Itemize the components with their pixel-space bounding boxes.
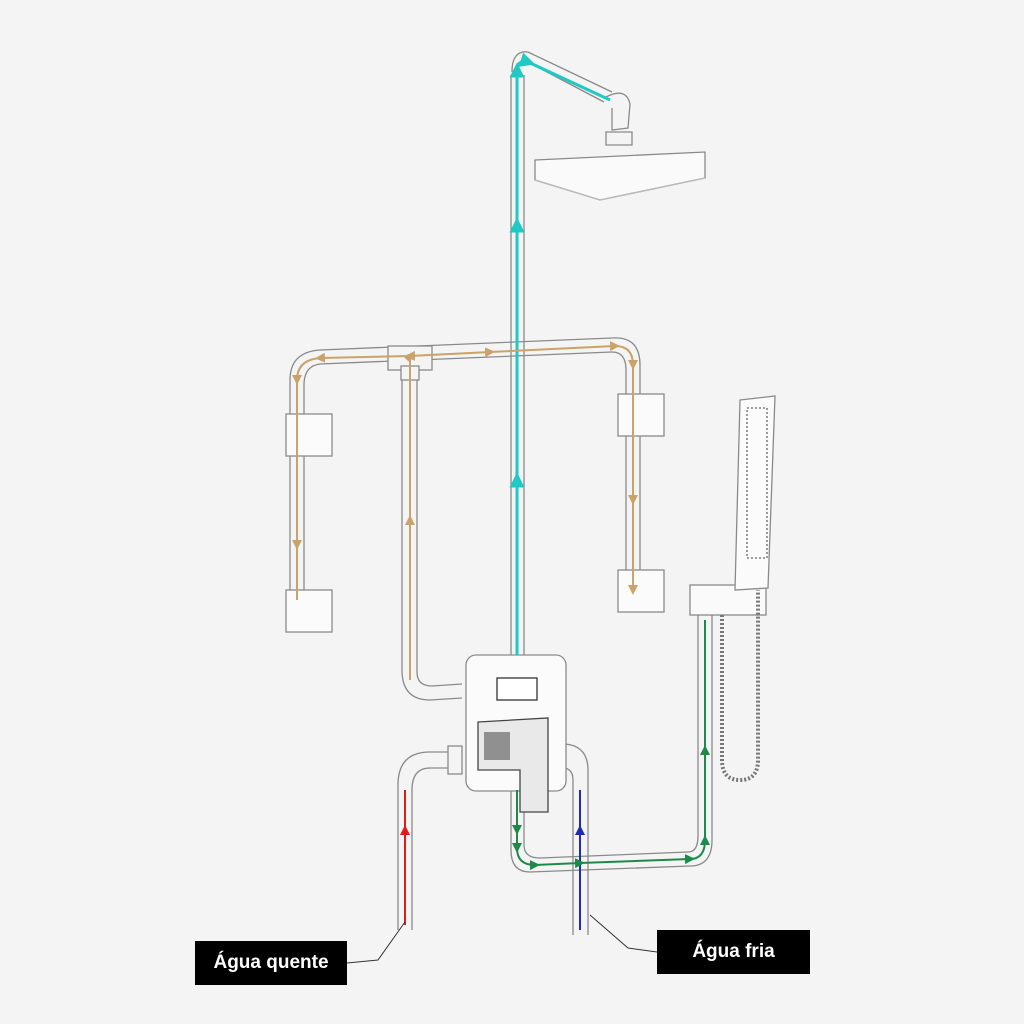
body-jets-pipes	[289, 337, 641, 701]
hot-label-leader	[346, 921, 406, 964]
hot-water-label: Água quente	[195, 941, 347, 985]
body-jet-nozzle	[285, 589, 333, 633]
hot-water-pipe	[397, 745, 463, 930]
body-jet-nozzle	[285, 413, 333, 457]
mixing-valve[interactable]	[465, 654, 567, 813]
cold-water-label: Água fria	[657, 930, 810, 974]
body-jets-flow-line	[297, 346, 633, 680]
shower-flow-line	[517, 62, 611, 655]
cold-label-leader	[589, 914, 658, 953]
rain-shower-head	[534, 151, 706, 201]
body-jet-nozzle	[617, 569, 665, 613]
body-jet-nozzles	[285, 393, 665, 633]
body-jet-nozzle	[617, 393, 665, 437]
hand-shower-bracket	[689, 584, 767, 616]
hand-shower-flow-line	[511, 620, 710, 871]
cold-water-pipe	[564, 743, 589, 935]
hand-shower	[734, 395, 776, 591]
hand-shower-hose	[720, 590, 760, 783]
